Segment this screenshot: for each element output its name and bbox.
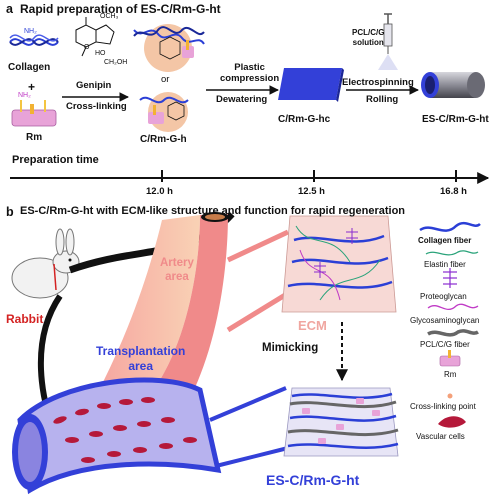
dewatering-label: Dewatering — [216, 94, 268, 105]
tick-12-5: 12.5 h — [298, 186, 325, 197]
plus-sign: + — [28, 80, 36, 94]
legend-label-pcl: PCL/C/G fiber — [420, 340, 470, 349]
artery-to-ecm-lines — [226, 229, 292, 333]
legend-label-elastin: Elastin fiber — [424, 260, 466, 269]
collagen-helix-icon — [9, 34, 59, 46]
legend-crosslink-symbol — [447, 393, 453, 399]
tube-product-icon — [421, 72, 485, 98]
timeline-label: Preparation time — [12, 154, 99, 166]
crh-option-top-icon — [133, 24, 205, 72]
legend-elastin-symbol — [425, 250, 479, 256]
product-label-b: ES-C/Rm-G-ht — [266, 472, 360, 488]
pcl-solution-label: PCL/C/G solution — [352, 28, 385, 47]
legend-rm-symbol — [439, 350, 461, 367]
legend-symbols — [419, 221, 481, 428]
artery-label: Artery area — [160, 257, 194, 283]
rm-nh2-label: NH₂ — [18, 92, 31, 99]
vascular-cells-cluster — [53, 397, 197, 463]
transplant-label: Transplantation area — [96, 344, 186, 373]
collagen-label: Collagen — [8, 62, 51, 73]
legend-vascular-cells-symbol — [438, 416, 466, 428]
chem-o-label: O — [84, 44, 90, 51]
artery-vessel — [98, 212, 229, 394]
panel-b-letter: b — [6, 205, 14, 219]
ecm-box — [281, 215, 397, 313]
rolling-label: Rolling — [366, 94, 399, 105]
legend-label-gag: Glycosaminoglycan — [410, 316, 480, 325]
legend-label-vascular: Vascular cells — [416, 432, 465, 441]
rabbit-icon — [11, 228, 80, 299]
mimicking-label: Mimicking — [262, 342, 319, 354]
transplant-vessel — [12, 377, 222, 495]
panel-a-letter: a — [6, 2, 13, 16]
transplant-to-scaffold-lines — [209, 386, 289, 468]
ecm-label: ECM — [298, 318, 327, 333]
crhc-label: C/Rm-G-hc — [278, 114, 331, 125]
electrospinning-label: Electrospinning — [342, 77, 414, 88]
syringe-icon — [378, 13, 398, 70]
legend-label-crosslink: Cross-linking point — [410, 402, 476, 411]
tick-16-8: 16.8 h — [440, 186, 467, 197]
crh-label: C/Rm-G-h — [140, 134, 187, 145]
legend-collagen-symbol — [419, 221, 481, 232]
legend-label-proteoglycan: Proteoglycan — [420, 292, 467, 301]
plastic-compression-label: Plastic compression — [220, 62, 280, 84]
genipin-label: Genipin — [76, 80, 112, 91]
panel-b-title: ES-C/Rm-G-ht with ECM-like structure and… — [20, 205, 406, 217]
panel-a-title: Rapid preparation of ES-C/Rm-G-ht — [20, 2, 221, 16]
crosslinking-label: Cross-linking — [66, 101, 127, 112]
scaffold-box — [283, 387, 399, 457]
timeline — [10, 170, 490, 184]
rm-label: Rm — [26, 132, 43, 143]
or-label: or — [161, 74, 170, 85]
tick-12-0: 12.0 h — [146, 186, 173, 197]
rabbit-label: Rabbit — [6, 312, 44, 326]
chem-och3-label: OCH₃ — [100, 13, 119, 20]
crh-option-bottom-icon — [139, 92, 189, 132]
hydrogel-sheet-icon — [278, 68, 342, 100]
legend-pcl-symbol — [427, 329, 479, 337]
genipin-molecule-icon — [75, 17, 115, 57]
legend-label-rm: Rm — [444, 370, 457, 379]
chem-ch2oh-label: CH₂OH — [104, 59, 128, 66]
nh2-label: NH₂ — [24, 28, 37, 35]
chem-ho-label: HO — [95, 50, 106, 57]
product-label-a: ES-C/Rm-G-ht — [422, 114, 489, 125]
legend-proteoglycan-symbol — [443, 268, 457, 288]
rm-icon — [11, 100, 57, 127]
legend-label-collagen: Collagen fiber — [418, 236, 472, 245]
legend-gag-symbol — [427, 303, 479, 311]
